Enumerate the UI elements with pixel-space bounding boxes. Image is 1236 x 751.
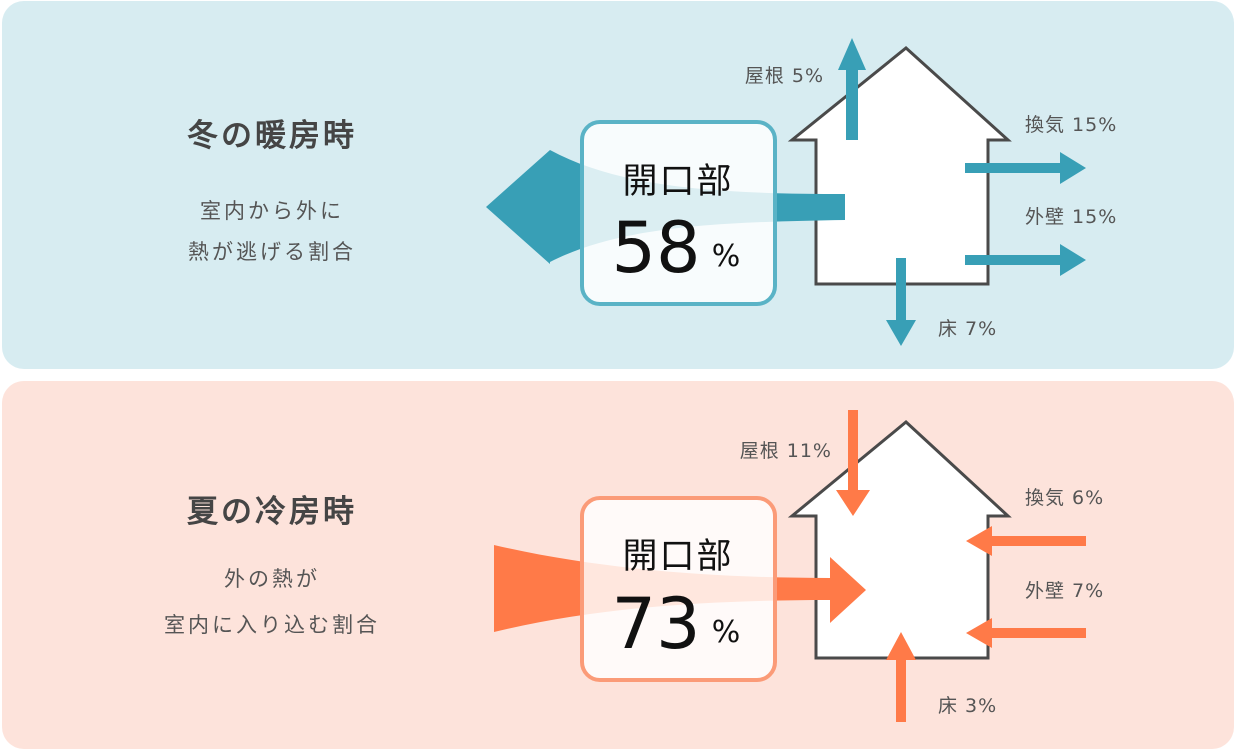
- winter-wall-label: 外壁 15%: [1025, 206, 1117, 228]
- winter-subtitle-line-2: 熱が逃げる割合: [188, 240, 356, 264]
- winter-roof-arrow-icon: [838, 38, 866, 140]
- winter-floor-arrow-icon: [886, 258, 916, 346]
- summer-floor-arrow-icon: [886, 632, 916, 722]
- summer-title: 夏の冷房時: [187, 494, 357, 530]
- winter-opening-label: 開口部: [622, 162, 733, 202]
- summer-panel: 夏の冷房時 外の熱が 室内に入り込む割合 開口部 73 % 屋根 11% 換気 …: [2, 381, 1234, 749]
- winter-ventilation-label: 換気 15%: [1025, 114, 1117, 136]
- summer-wall-arrow-icon: [966, 618, 1086, 648]
- winter-subtitle-line-1: 室内から外に: [200, 199, 344, 223]
- summer-opening-unit: %: [712, 615, 741, 650]
- summer-roof-arrow-icon: [836, 410, 870, 516]
- winter-roof-label: 屋根 5%: [745, 65, 824, 87]
- summer-subtitle-line-1: 外の熱が: [224, 567, 320, 591]
- summer-floor-label: 床 3%: [938, 695, 997, 717]
- summer-subtitle-line-2: 室内に入り込む割合: [164, 613, 380, 637]
- summer-opening-box: [580, 496, 777, 682]
- winter-floor-label: 床 7%: [938, 318, 997, 340]
- winter-opening-box: [580, 120, 777, 306]
- winter-ventilation-arrow-icon: [965, 152, 1086, 184]
- summer-opening-value: 73: [611, 583, 700, 665]
- summer-roof-label: 屋根 11%: [740, 440, 832, 462]
- summer-ventilation-label: 換気 6%: [1025, 487, 1104, 509]
- winter-wall-arrow-icon: [965, 244, 1086, 276]
- summer-wall-label: 外壁 7%: [1025, 580, 1104, 602]
- summer-opening-label: 開口部: [622, 537, 733, 577]
- winter-title: 冬の暖房時: [187, 118, 357, 154]
- winter-opening-value: 58: [611, 207, 700, 289]
- winter-panel: 冬の暖房時 室内から外に 熱が逃げる割合 開口部 58 % 屋根 5% 換気 1…: [2, 1, 1234, 369]
- summer-ventilation-arrow-icon: [966, 526, 1086, 556]
- winter-opening-unit: %: [712, 239, 741, 274]
